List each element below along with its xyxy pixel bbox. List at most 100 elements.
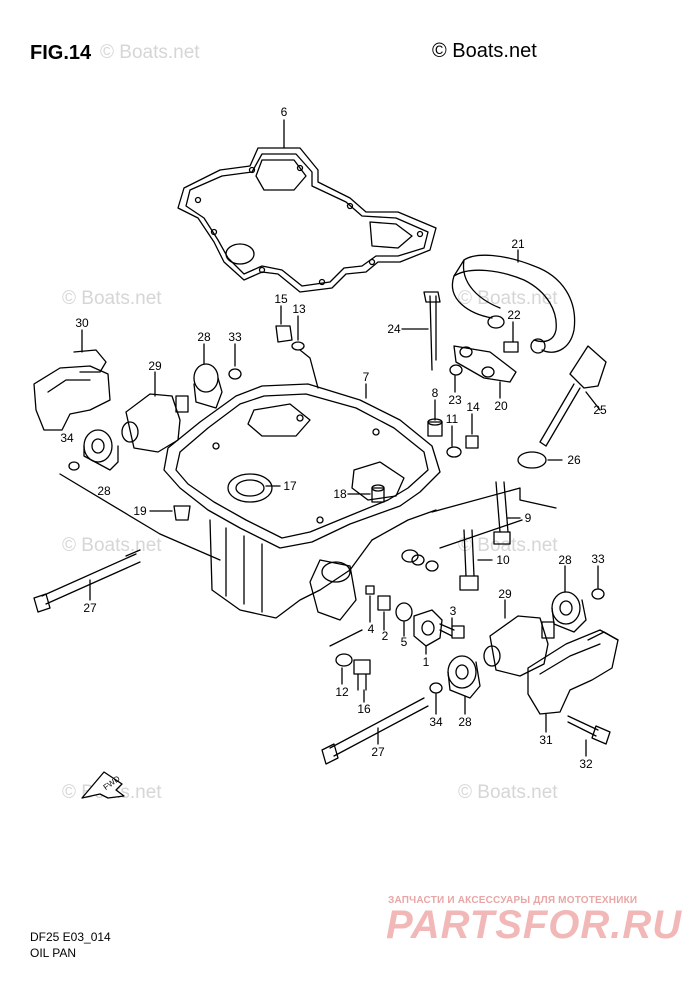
o-ring-part-23 [449, 364, 463, 376]
washer-part-34a [68, 461, 80, 471]
oil-pan-body-part-7 [163, 383, 441, 621]
diagram-code: DF25 E03_014 [30, 930, 111, 944]
callout-6: 6 [281, 105, 288, 119]
callout-28a: 28 [97, 484, 111, 498]
figure-title: FIG.14 [30, 42, 92, 64]
callout-22: 22 [507, 308, 521, 322]
plug-part-14 [465, 435, 479, 449]
callout-15: 15 [274, 292, 288, 306]
bolt-part-10 [459, 529, 479, 591]
callout-34a: 34 [60, 431, 74, 445]
hose-part-21 [451, 254, 576, 354]
callout-14: 14 [466, 400, 480, 414]
gasket-part-6 [177, 147, 437, 293]
o-ring-part-5 [395, 602, 413, 622]
leader-line [439, 519, 523, 549]
through-bolt-part-27a [33, 549, 141, 613]
plug-part-2 [377, 595, 391, 611]
callout-29b: 29 [498, 587, 512, 601]
callout-33b: 33 [591, 552, 605, 566]
branding-tagline: ЗАПЧАСТИ И АКСЕССУАРЫ ДЛЯ МОТОТЕХНИКИ [388, 895, 638, 906]
mount-bracket-part-30 [33, 349, 111, 431]
callout-18: 18 [333, 487, 347, 501]
callout-28d: 28 [458, 715, 472, 729]
collar-part-28a [83, 429, 119, 471]
bolt-part-16 [353, 659, 371, 691]
callout-1: 1 [423, 655, 430, 669]
leader-line [329, 629, 363, 647]
callout-11: 11 [446, 412, 459, 426]
callout-30: 30 [75, 316, 89, 330]
forward-arrow-icon: FWD [81, 771, 125, 799]
callout-27a: 27 [83, 601, 97, 615]
callout-2: 2 [382, 629, 389, 643]
callout-5: 5 [401, 635, 408, 649]
screw-part-4 [365, 585, 375, 595]
rubber-mount-part-29b [483, 615, 555, 677]
watermark: © Boats.net [458, 782, 558, 803]
watermark: © Boats.net [458, 535, 558, 556]
cover-part-1 [413, 609, 443, 647]
plug-part-15 [275, 325, 293, 343]
diagram-title: OIL PAN [30, 946, 77, 960]
callout-34b: 34 [429, 715, 443, 729]
callout-32: 32 [579, 757, 593, 771]
washer-part-12 [335, 653, 353, 667]
fitting-part-20 [453, 345, 517, 383]
copyright-notice: © Boats.net [432, 40, 537, 62]
callout-21: 21 [511, 237, 525, 251]
collar-part-28c [551, 591, 587, 633]
callout-24: 24 [387, 322, 401, 336]
callout-23: 23 [448, 393, 462, 407]
callout-29a: 29 [148, 359, 162, 373]
callout-4: 4 [368, 622, 375, 636]
callout-27b: 27 [371, 745, 385, 759]
o-ring-part-26 [517, 451, 547, 469]
rubber-mount-part-29a [121, 393, 189, 453]
washer-part-34b [429, 682, 443, 694]
washer [425, 560, 439, 572]
callout-9: 9 [525, 511, 532, 525]
leader-line [59, 473, 161, 535]
leader-line [431, 487, 557, 513]
collar-part-28b [193, 363, 223, 409]
plug-part-19 [173, 505, 191, 521]
leader-line [159, 533, 221, 561]
callout-labels: 1 2 3 4 5 6 7 8 9 10 11 12 13 14 15 16 1… [60, 105, 607, 771]
watermark: © Boats.net [100, 42, 200, 63]
callout-33a: 33 [228, 330, 242, 344]
mount-bracket-part-31 [527, 629, 619, 715]
callout-3: 3 [450, 604, 457, 618]
leader-line [299, 349, 319, 389]
washer [411, 554, 425, 566]
callout-28c: 28 [558, 553, 572, 567]
gasket-part-11 [446, 446, 462, 458]
dowel-part-18 [371, 484, 385, 503]
watermark: © Boats.net [458, 288, 558, 309]
bolt-part-3 [439, 623, 465, 639]
callout-19: 19 [133, 504, 147, 518]
branding-logo: PARTSFOR.RU [386, 903, 683, 947]
cable-tie-part-24 [423, 291, 441, 371]
washer-part-33b [591, 588, 605, 600]
callout-8: 8 [432, 386, 439, 400]
callout-28b: 28 [197, 330, 211, 344]
watermark: © Boats.net [62, 288, 162, 309]
callout-20: 20 [494, 399, 508, 413]
washer-part-13 [291, 341, 305, 351]
fitting-part-22 [503, 341, 519, 353]
bolt-part-9 [493, 481, 511, 545]
callout-13: 13 [292, 302, 306, 316]
through-bolt-part-27b [321, 697, 429, 765]
callout-17: 17 [283, 479, 297, 493]
bolt-part-32 [567, 715, 611, 745]
callout-7: 7 [363, 370, 370, 384]
leader-line [585, 391, 601, 411]
collar-part-28d [447, 655, 481, 699]
callout-10: 10 [496, 553, 510, 567]
callout-26: 26 [567, 453, 581, 467]
callout-12: 12 [335, 685, 349, 699]
callout-31: 31 [539, 733, 553, 747]
